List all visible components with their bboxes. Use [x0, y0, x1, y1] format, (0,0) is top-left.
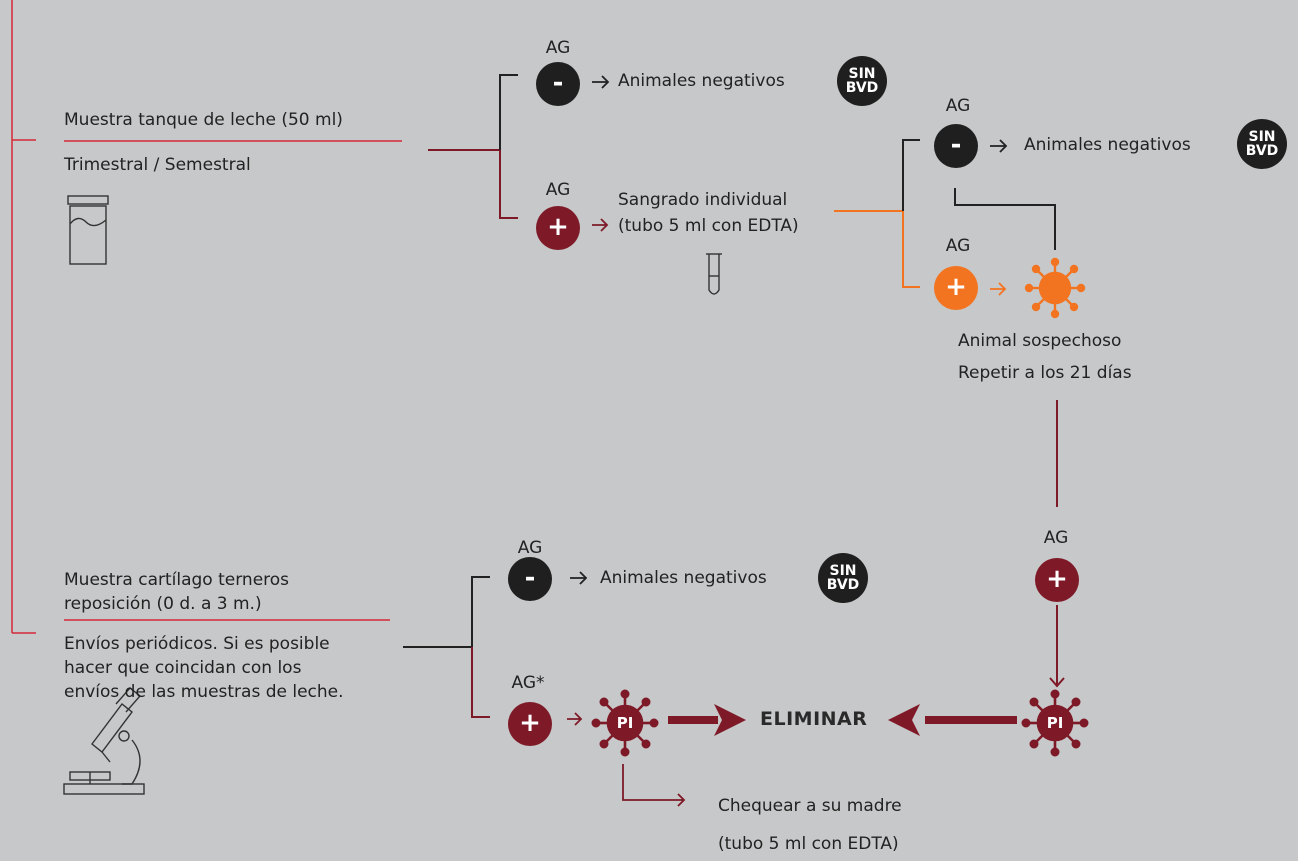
- sin-bvd-line2: BVD: [826, 577, 860, 593]
- milk-branch-lines: [428, 74, 518, 219]
- pi-label: PI: [616, 714, 634, 732]
- suspect-line1: Animal sospechoso: [958, 331, 1122, 351]
- ag-label: AG: [517, 538, 543, 558]
- pi-virus-icon: PI: [1020, 688, 1090, 758]
- microscope-icon: [63, 687, 145, 795]
- negative-result-icon: -: [508, 557, 552, 601]
- positive-result-icon: +: [508, 702, 552, 746]
- cartilage-sample-title-line1: Muestra cartílago terneros: [64, 570, 290, 590]
- individual-bleeding-line2: (tubo 5 ml con EDTA): [618, 216, 799, 236]
- sin-bvd-line1: SIN: [829, 563, 857, 579]
- negative-result-icon: -: [934, 124, 978, 168]
- sin-bvd-badge: SIN BVD: [837, 56, 887, 106]
- milk-sample-title: Muestra tanque de leche (50 ml): [64, 110, 343, 130]
- negative-animals-text: Animales negativos: [1024, 135, 1191, 155]
- suspect-line2: Repetir a los 21 días: [958, 363, 1132, 383]
- ag-label: AG: [945, 96, 971, 116]
- check-mother-line1: Chequear a su madre: [718, 796, 902, 816]
- milk-container-icon: [67, 195, 109, 265]
- cartilage-note-line3: envíos de las muestras de leche.: [64, 682, 344, 702]
- check-mother-line2: (tubo 5 ml con EDTA): [718, 834, 899, 854]
- milk-arrows: [592, 75, 610, 232]
- virus-icon: [1024, 257, 1086, 319]
- positive-result-icon: +: [934, 266, 978, 310]
- bleeding-arrows: [990, 139, 1008, 296]
- sin-bvd-line2: BVD: [845, 80, 879, 96]
- bleeding-branch-lines: [834, 139, 1056, 288]
- individual-bleeding-line1: Sangrado individual: [618, 190, 788, 210]
- ag-label: AG: [545, 38, 571, 58]
- milk-sample-frequency: Trimestral / Semestral: [64, 155, 251, 175]
- sin-bvd-line1: SIN: [848, 66, 876, 82]
- negative-result-icon: -: [536, 62, 580, 106]
- ag-label: AG: [945, 236, 971, 256]
- test-tube-icon: [706, 253, 722, 295]
- ag-label: AG: [1043, 528, 1069, 548]
- sin-bvd-badge: SIN BVD: [818, 553, 868, 603]
- positive-result-icon: +: [536, 206, 580, 250]
- pi-virus-icon: PI: [590, 688, 660, 758]
- pi-label: PI: [1046, 714, 1064, 732]
- ag-star-label: AG*: [511, 673, 545, 693]
- retest-line: [1049, 400, 1065, 688]
- cartilage-note-line1: Envíos periódicos. Si es posible: [64, 634, 330, 654]
- eliminate-label: ELIMINAR: [760, 708, 868, 730]
- left-bracket: [11, 0, 402, 634]
- cartilage-branch-lines: [403, 576, 490, 718]
- eliminate-arrows: [668, 704, 1017, 736]
- positive-result-icon: +: [1035, 558, 1079, 602]
- check-mother-arrow: [622, 764, 686, 807]
- ag-label: AG: [545, 180, 571, 200]
- cartilage-sample-title-line2: reposición (0 d. a 3 m.): [64, 594, 262, 614]
- negative-animals-text: Animales negativos: [600, 568, 767, 588]
- cartilage-note-line2: hacer que coincidan con los: [64, 658, 302, 678]
- cartilage-arrows: [567, 571, 588, 726]
- sin-bvd-line1: SIN: [1248, 129, 1276, 145]
- sin-bvd-line2: BVD: [1245, 143, 1279, 159]
- negative-animals-text: Animales negativos: [618, 71, 785, 91]
- sin-bvd-badge: SIN BVD: [1237, 119, 1287, 169]
